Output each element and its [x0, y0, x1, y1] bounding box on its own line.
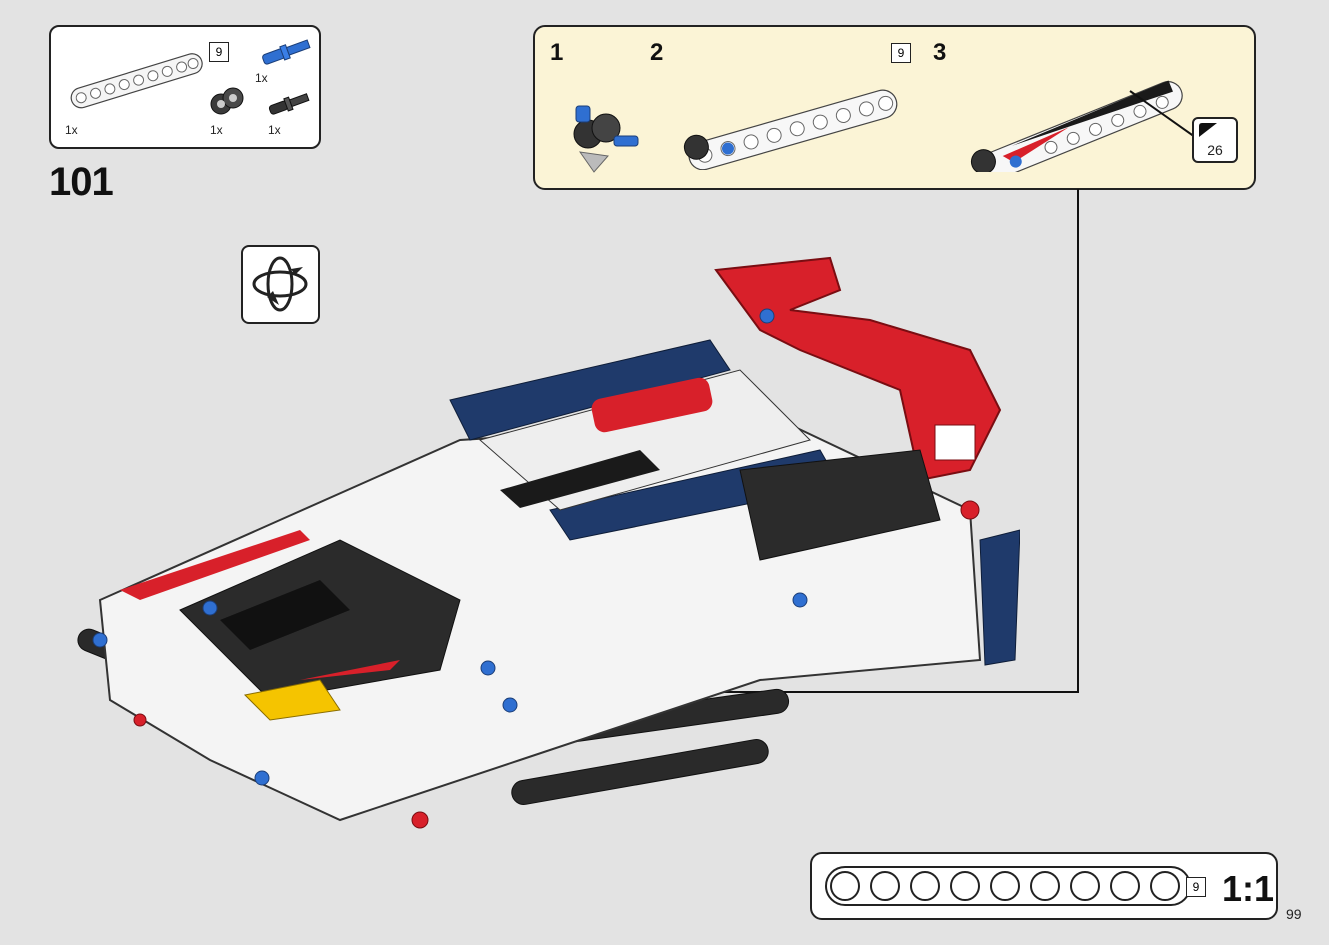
substep-2-image: [683, 89, 898, 170]
sticker-icon: [1199, 123, 1217, 137]
part-qty: 1x: [210, 123, 223, 137]
rotate-model-icon: [252, 256, 308, 312]
black-axle-pin-part-image: [268, 93, 310, 115]
rotate-model-badge: [241, 245, 320, 324]
rally-car-model-image: [77, 256, 1020, 829]
substep-1-image: [573, 105, 639, 173]
scale-length-badge: 9: [1186, 877, 1206, 897]
sticker-pointer-line: [1129, 90, 1196, 138]
beam-length-badge: 9: [891, 43, 911, 63]
scale-beam-9: [825, 866, 1191, 906]
substep-1-label: 1: [550, 39, 564, 66]
sticker-number: 26: [1207, 142, 1223, 158]
page-number: 99: [1286, 906, 1302, 922]
part-qty: 1x: [65, 123, 78, 137]
part-qty: 1x: [268, 123, 281, 137]
scale-guide-panel: 9 1:1: [810, 852, 1278, 920]
substep-3-label: 3: [933, 39, 947, 66]
beam-length-badge: 9: [209, 42, 229, 62]
part-qty: 1x: [255, 71, 268, 85]
sticker-badge: 26: [1192, 117, 1238, 163]
substep-2-label: 2: [650, 39, 664, 66]
substep-3-image: [970, 80, 1183, 172]
blue-axle-pin-part-image: [262, 39, 311, 65]
step-number: 101: [49, 160, 114, 204]
black-cross-block-part-image: [210, 87, 244, 115]
parts-list-panel: 9 1x 1x 1x 1x: [49, 25, 321, 149]
sub-assembly-callout: 1 2 9 3: [533, 25, 1256, 190]
scale-ratio: 1:1: [1222, 868, 1275, 909]
white-beam-9-part-image: [70, 53, 203, 109]
